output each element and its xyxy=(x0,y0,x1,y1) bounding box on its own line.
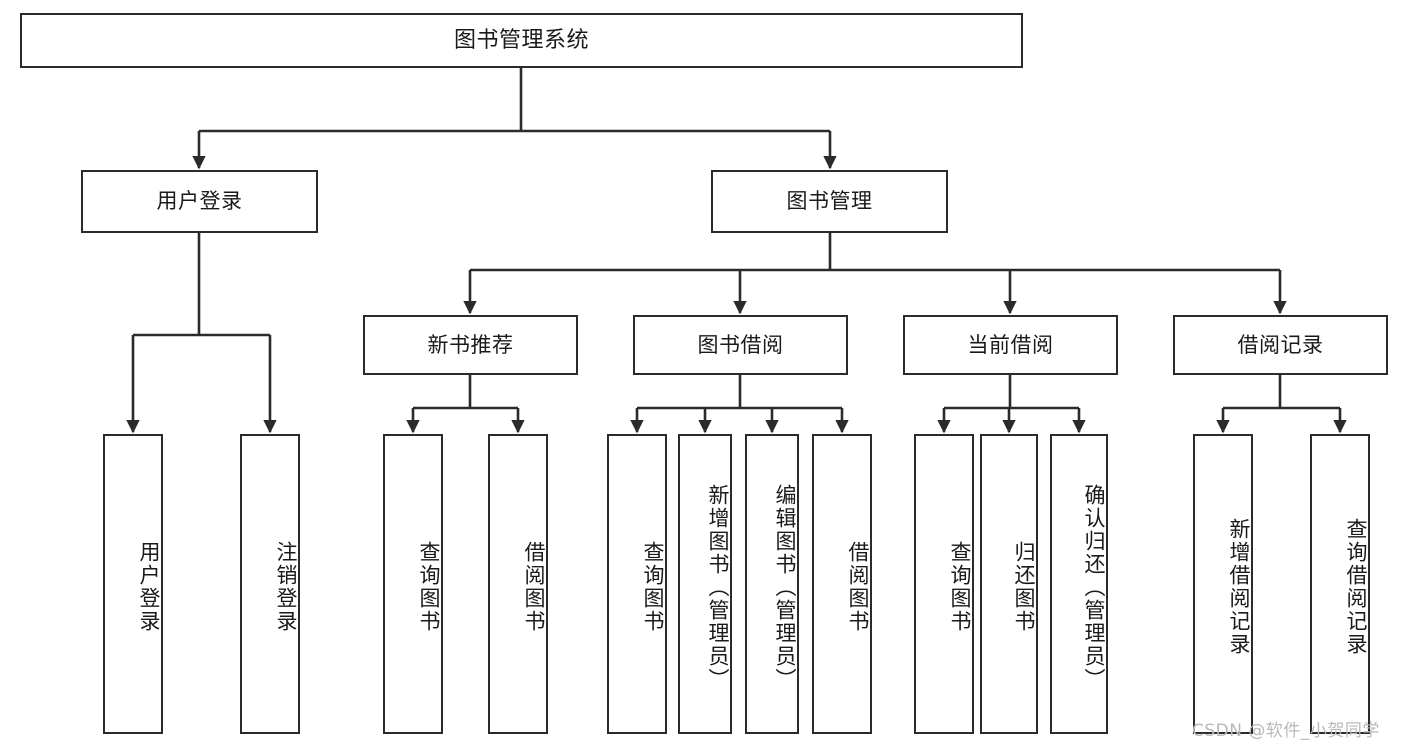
node-leaf-query-record[interactable]: 查询借阅记录 xyxy=(1310,434,1370,734)
node-leaf-query-book-3-label: 查询图书 xyxy=(948,541,972,633)
node-book-borrow-label: 图书借阅 xyxy=(697,332,784,357)
node-user-login-label: 用户登录 xyxy=(156,189,243,214)
node-book-management-label: 图书管理 xyxy=(786,189,873,214)
node-borrow-record[interactable]: 借阅记录 xyxy=(1173,315,1388,375)
node-leaf-edit-book-label: 编辑图书（管理员） xyxy=(773,483,797,691)
node-leaf-add-book-label: 新增图书（管理员） xyxy=(706,483,730,691)
node-leaf-query-book-2[interactable]: 查询图书 xyxy=(607,434,667,734)
node-book-management[interactable]: 图书管理 xyxy=(711,170,948,233)
node-leaf-query-record-label: 查询借阅记录 xyxy=(1344,518,1368,656)
node-leaf-user-login-label: 用户登录 xyxy=(137,541,161,633)
node-leaf-borrow-book-1[interactable]: 借阅图书 xyxy=(488,434,548,734)
node-leaf-borrow-book-2[interactable]: 借阅图书 xyxy=(812,434,872,734)
node-root-label: 图书管理系统 xyxy=(453,27,589,53)
node-new-book-recommend-label: 新书推荐 xyxy=(427,332,514,357)
node-leaf-return-book[interactable]: 归还图书 xyxy=(980,434,1038,734)
node-leaf-edit-book[interactable]: 编辑图书（管理员） xyxy=(745,434,799,734)
node-leaf-user-login[interactable]: 用户登录 xyxy=(103,434,163,734)
node-leaf-add-record[interactable]: 新增借阅记录 xyxy=(1193,434,1253,734)
node-leaf-add-book[interactable]: 新增图书（管理员） xyxy=(678,434,732,734)
node-book-borrow[interactable]: 图书借阅 xyxy=(633,315,848,375)
node-leaf-borrow-book-2-label: 借阅图书 xyxy=(846,541,870,633)
node-leaf-add-record-label: 新增借阅记录 xyxy=(1227,518,1251,656)
node-leaf-borrow-book-1-label: 借阅图书 xyxy=(522,541,546,633)
node-leaf-query-book-2-label: 查询图书 xyxy=(641,541,665,633)
node-leaf-confirm-return-label: 确认归还（管理员） xyxy=(1082,483,1106,691)
node-leaf-return-book-label: 归还图书 xyxy=(1012,541,1036,633)
node-leaf-query-book-1[interactable]: 查询图书 xyxy=(383,434,443,734)
node-leaf-query-book-1-label: 查询图书 xyxy=(417,541,441,633)
node-current-borrow-label: 当前借阅 xyxy=(967,332,1054,357)
node-leaf-query-book-3[interactable]: 查询图书 xyxy=(914,434,974,734)
node-leaf-user-logout-label: 注销登录 xyxy=(274,541,298,633)
node-current-borrow[interactable]: 当前借阅 xyxy=(903,315,1118,375)
node-leaf-user-logout[interactable]: 注销登录 xyxy=(240,434,300,734)
node-user-login[interactable]: 用户登录 xyxy=(81,170,318,233)
node-borrow-record-label: 借阅记录 xyxy=(1237,332,1324,357)
node-leaf-confirm-return[interactable]: 确认归还（管理员） xyxy=(1050,434,1108,734)
node-new-book-recommend[interactable]: 新书推荐 xyxy=(363,315,578,375)
watermark: CSDN @软件_小贺同学 xyxy=(1192,721,1380,741)
node-root[interactable]: 图书管理系统 xyxy=(20,13,1023,68)
